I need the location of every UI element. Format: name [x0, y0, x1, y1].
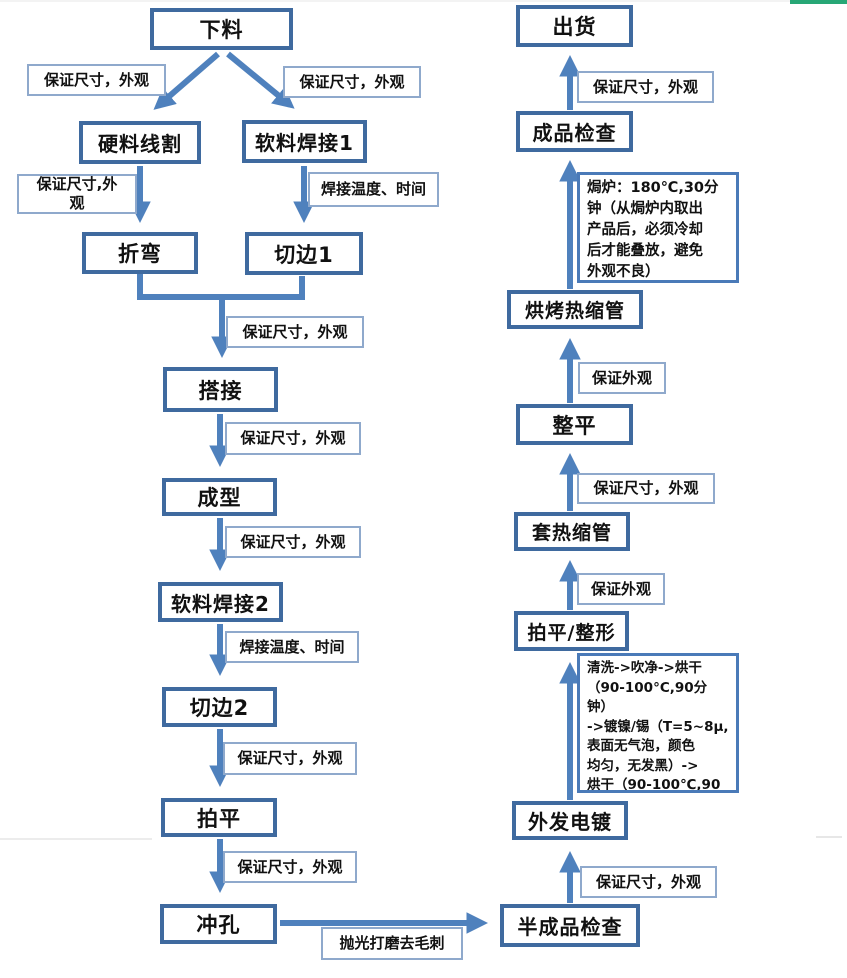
node-chengpin-jiancha: 成品检查 — [516, 111, 633, 152]
edge-label-size-appearance: 保证尺寸，外观 — [580, 866, 717, 898]
edge-label-size-appearance: 保证尺寸，外观 — [225, 422, 361, 455]
edge-label-size-appearance: 保证尺寸,外 观 — [17, 174, 137, 214]
node-dajie: 搭接 — [163, 367, 278, 412]
edge-label-appearance: 保证外观 — [577, 573, 665, 605]
top-gray-strip — [0, 0, 847, 2]
stray-line-right — [816, 836, 842, 838]
node-paiping: 拍平 — [161, 798, 277, 837]
edge-label-size-appearance: 保证尺寸，外观 — [283, 66, 421, 98]
edge-label-size-appearance: 保证尺寸，外观 — [226, 316, 364, 348]
stray-line-left — [0, 838, 152, 840]
node-chuhuo: 出货 — [516, 5, 633, 47]
edge-label-size-appearance: 保证尺寸，外观 — [223, 742, 357, 775]
node-zhewan: 折弯 — [82, 232, 198, 274]
node-paiping-zhengxing: 拍平/整形 — [514, 611, 629, 651]
node-hongkao-resuoguan: 烘烤热缩管 — [507, 290, 643, 329]
edge-label-plating-spec: 清洗->吹净->烘干 （90-100°C,90分钟） ->镀镍/锡（T=5~8µ… — [577, 653, 739, 793]
top-green-bar — [790, 0, 847, 4]
node-qiebian-1: 切边1 — [245, 232, 363, 275]
node-qiebian-2: 切边2 — [162, 687, 277, 727]
node-banchengpin-jiancha: 半成品检查 — [500, 904, 640, 947]
node-zhengping: 整平 — [516, 404, 633, 445]
node-chongkong: 冲孔 — [160, 904, 277, 944]
node-xialiao: 下料 — [150, 8, 293, 50]
edge-label-polish-deburr: 抛光打磨去毛刺 — [321, 927, 463, 960]
edge-label-size-appearance: 保证尺寸，外观 — [225, 526, 361, 558]
edge-label-weld-temp-time: 焊接温度、时间 — [308, 172, 439, 207]
edge-label-oven-spec: 焗炉：180℃,30分 钟（从焗炉内取出 产品后，必须冷却 后才能叠放，避免 外… — [577, 172, 739, 283]
edge-label-size-appearance: 保证尺寸，外观 — [223, 851, 357, 883]
node-chengxing: 成型 — [162, 478, 277, 516]
node-ruanliao-hanjie-2: 软料焊接2 — [158, 582, 283, 622]
edge-label-weld-temp-time: 焊接温度、时间 — [225, 631, 359, 663]
edge-label-appearance: 保证外观 — [578, 362, 666, 394]
node-yingliao-xiange: 硬料线割 — [79, 121, 201, 164]
node-tao-resuoguan: 套热缩管 — [514, 512, 630, 551]
edge-label-size-appearance: 保证尺寸，外观 — [577, 71, 714, 103]
edge-label-size-appearance: 保证尺寸，外观 — [577, 473, 715, 504]
node-waifa-diandu: 外发电镀 — [512, 801, 628, 840]
node-ruanliao-hanjie-1: 软料焊接1 — [242, 120, 367, 163]
edge-label-size-appearance: 保证尺寸，外观 — [27, 64, 166, 96]
